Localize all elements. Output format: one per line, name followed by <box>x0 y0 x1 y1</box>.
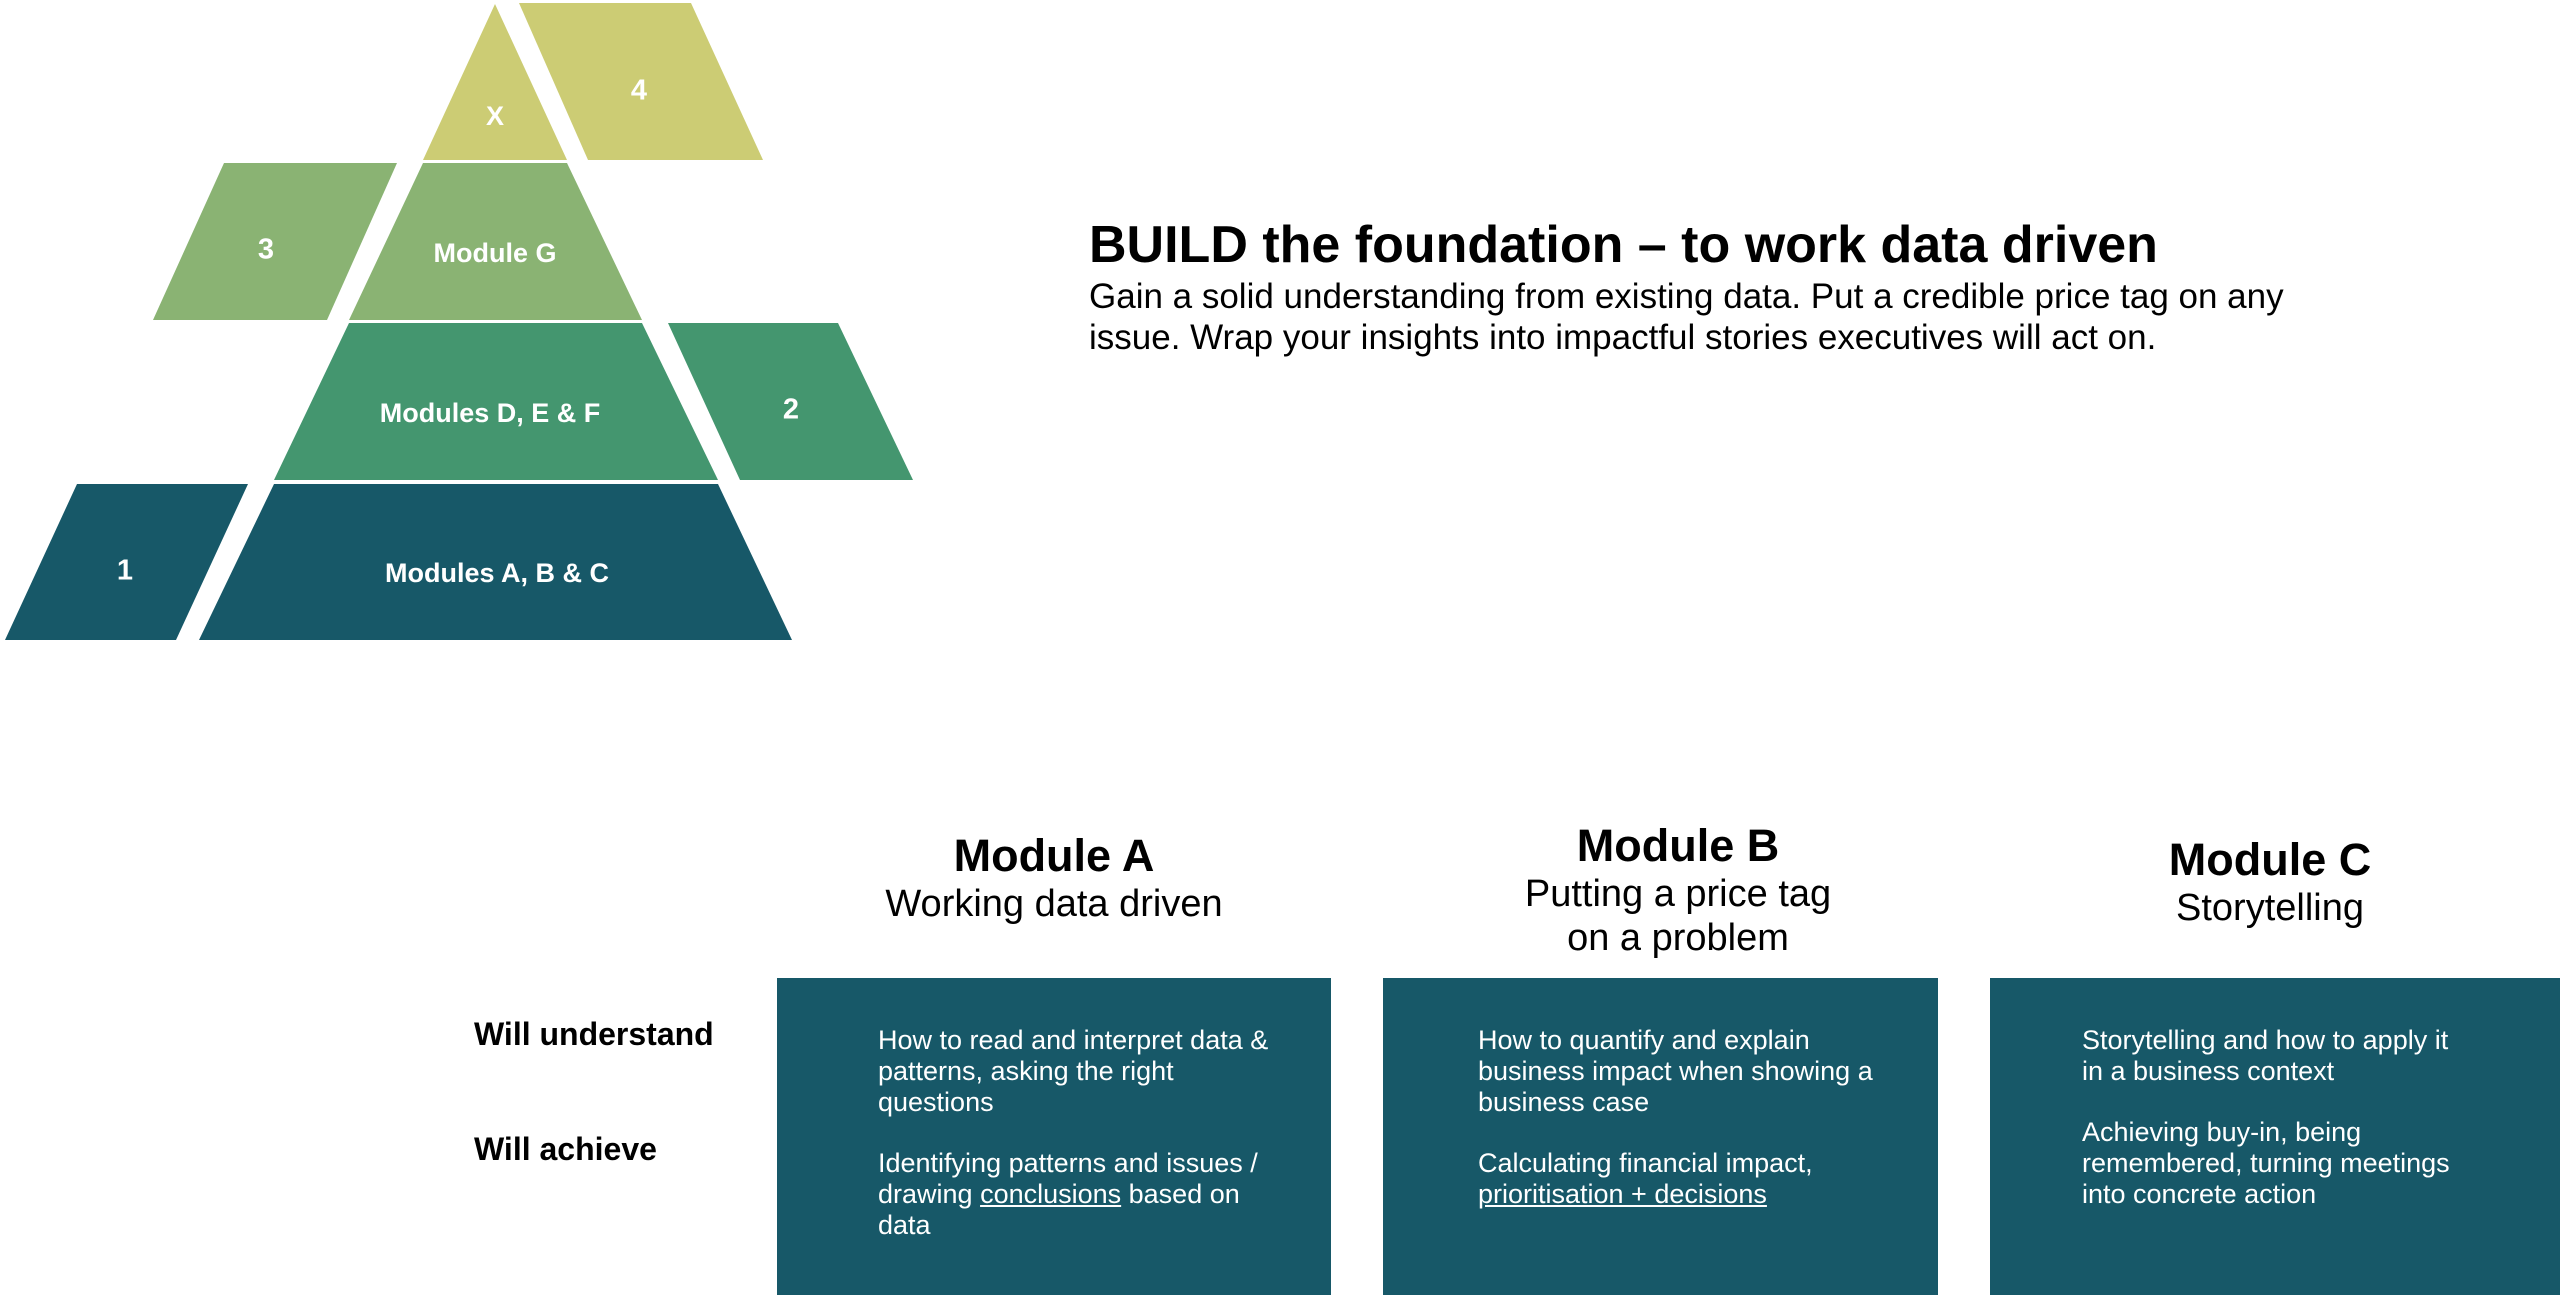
pyramid-level-x[interactable] <box>423 4 567 160</box>
conclusions-link: conclusions <box>980 1179 1122 1209</box>
pyramid-label-g: Module G <box>434 238 557 268</box>
pyramid-label-def: Modules D, E & F <box>380 398 601 428</box>
pyramid-level-abc[interactable] <box>199 484 792 640</box>
pyramid-side-label-4: 4 <box>631 75 647 107</box>
module-b-subtitle: Putting a price tag on a problem <box>1524 873 1832 959</box>
row-label-achieve: Will achieve <box>474 1131 657 1167</box>
module-c-achieve: Achieving buy-in, being remembered, turn… <box>2082 1117 2450 1209</box>
module-a-card: How to read and interpret data & pattern… <box>777 978 1331 1295</box>
module-a-header: Module A Working data driven <box>774 830 1334 926</box>
hero-section: BUILD the foundation – to work data driv… <box>1089 214 2389 358</box>
module-c-subtitle: Storytelling <box>2176 887 2364 929</box>
module-c-header: Module C Storytelling <box>1990 834 2550 930</box>
pyramid-level-g[interactable] <box>349 163 642 320</box>
module-a-achieve: Identifying patterns and issues / drawin… <box>878 1148 1258 1240</box>
pyramid-side-4[interactable] <box>519 3 763 160</box>
pyramid-label-abc: Modules A, B & C <box>385 558 609 588</box>
module-c-understand: Storytelling and how to apply it in a bu… <box>2082 1025 2449 1086</box>
module-pyramid: X 4 Module G 3 Modules D, E & F 2 Module… <box>5 3 913 640</box>
pyramid-side-1[interactable] <box>5 484 248 640</box>
pyramid-side-label-1: 1 <box>117 555 133 587</box>
module-b-card: How to quantify and explain business imp… <box>1383 978 1938 1295</box>
pyramid-side-3[interactable] <box>153 163 397 320</box>
row-label-understand: Will understand <box>474 1016 714 1052</box>
module-a-title: Module A <box>953 830 1155 881</box>
hero-description: Gain a solid understanding from existing… <box>1089 277 2284 357</box>
module-b-title: Module B <box>1576 820 1780 871</box>
module-c-card: Storytelling and how to apply it in a bu… <box>1990 978 2560 1295</box>
module-b-header: Module B Putting a price tag on a proble… <box>1398 820 1958 960</box>
page-title: BUILD the foundation – to work data driv… <box>1089 216 2158 274</box>
pyramid-side-label-3: 3 <box>258 234 274 266</box>
pyramid-side-label-2: 2 <box>783 394 799 426</box>
pyramid-side-2[interactable] <box>668 323 913 480</box>
module-a-subtitle: Working data driven <box>885 883 1223 925</box>
pyramid-label-x: X <box>486 101 504 131</box>
module-a-understand: How to read and interpret data & pattern… <box>878 1025 1269 1117</box>
pyramid-level-def[interactable] <box>274 323 718 480</box>
module-c-title: Module C <box>2168 834 2372 885</box>
prioritisation-link: prioritisation + decisions <box>1478 1179 1767 1209</box>
module-b-understand: How to quantify and explain business imp… <box>1478 1025 1873 1117</box>
module-b-achieve: Calculating financial impact, prioritisa… <box>1478 1148 1813 1209</box>
